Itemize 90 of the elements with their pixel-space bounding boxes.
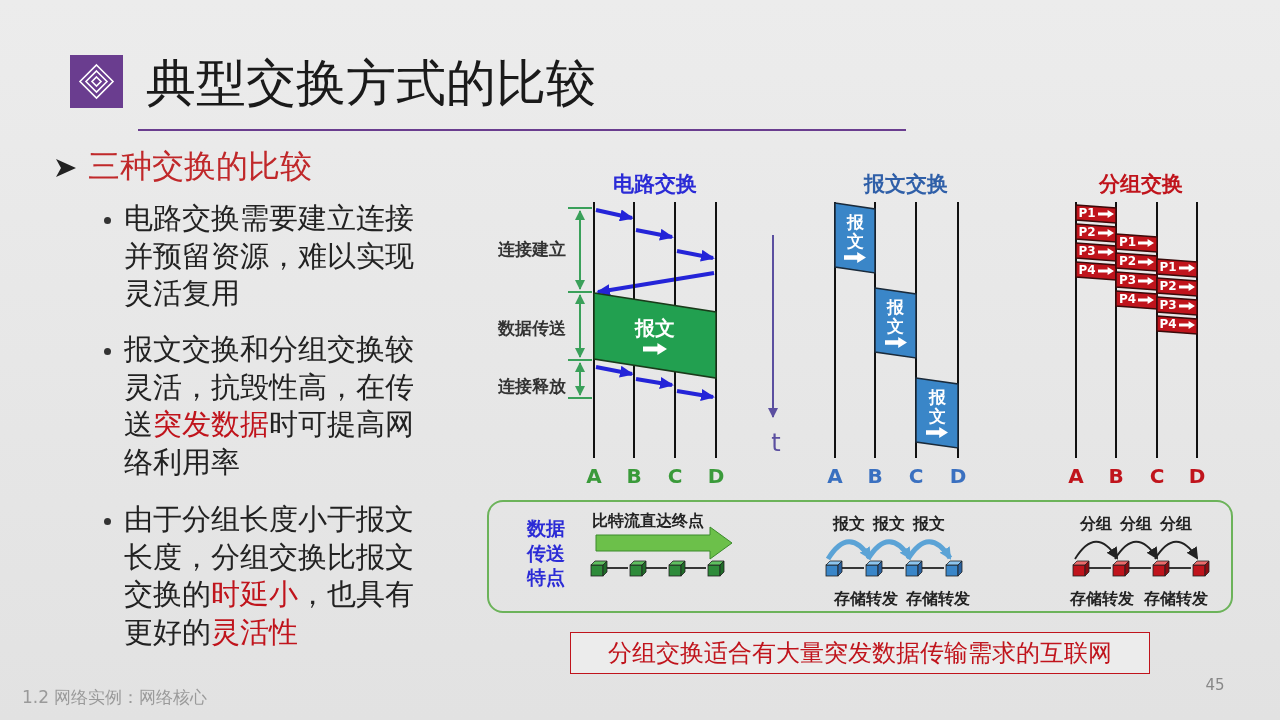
node-cube bbox=[630, 561, 646, 576]
node-cube bbox=[1193, 561, 1209, 576]
block-text: P3 bbox=[1159, 299, 1177, 313]
hop-arrow bbox=[865, 539, 913, 561]
step-label: 存储转发 bbox=[1069, 589, 1135, 609]
block-text: P2 bbox=[1118, 255, 1137, 269]
page-number: 45 bbox=[1204, 676, 1226, 695]
edge-label: 分组 bbox=[1080, 514, 1112, 535]
packet-block bbox=[1157, 259, 1197, 277]
block-text: P4 bbox=[1118, 293, 1137, 307]
packet-block bbox=[1116, 234, 1157, 252]
diagram-heading: 报文交换 bbox=[862, 171, 949, 198]
block-text: P4 bbox=[1078, 264, 1096, 278]
node-letter: C bbox=[1148, 464, 1166, 489]
packet-block bbox=[1157, 316, 1197, 334]
edge-label: 分组 bbox=[1160, 514, 1192, 535]
node-cube bbox=[946, 561, 962, 576]
packet-block bbox=[1157, 297, 1197, 315]
node-letter: A bbox=[1067, 464, 1085, 489]
packet-block bbox=[1076, 262, 1116, 280]
time-label: t bbox=[770, 428, 782, 458]
message-block bbox=[835, 203, 875, 273]
conclusion-box: 分组交换适合有大量突发数据传输需求的互联网 bbox=[570, 632, 1150, 674]
node-letter: B bbox=[1107, 464, 1125, 489]
packet-block bbox=[1076, 205, 1116, 223]
message-band bbox=[594, 293, 716, 378]
block-text: P3 bbox=[1118, 274, 1137, 288]
packet-block bbox=[1157, 278, 1197, 296]
hop-arrow bbox=[1074, 540, 1119, 560]
node-cube bbox=[906, 561, 922, 576]
block-text: P1 bbox=[1118, 236, 1137, 250]
block-text: P2 bbox=[1078, 226, 1096, 240]
diagram-heading: 电路交换 bbox=[612, 171, 698, 198]
edge-label: 报文 bbox=[873, 514, 905, 535]
block-text: 报文 bbox=[846, 212, 864, 251]
block-text: 报文 bbox=[887, 297, 904, 336]
bullet-text: 电路交换需要建立连接并预留资源，难以实现灵活复用 bbox=[100, 200, 440, 314]
phase-label: 连接释放 bbox=[497, 376, 566, 398]
block-text: 报文 bbox=[928, 387, 946, 426]
node-cube bbox=[669, 561, 685, 576]
node-letter: B bbox=[625, 464, 643, 489]
node-letter: C bbox=[907, 464, 925, 489]
message-block bbox=[916, 378, 958, 448]
block-text: 报文 bbox=[635, 316, 675, 339]
diagram-heading: 分组交换 bbox=[1097, 171, 1184, 198]
node-letter: A bbox=[826, 464, 844, 489]
feature-panel bbox=[487, 500, 1233, 613]
node-cube bbox=[591, 561, 607, 576]
packet-block bbox=[1116, 272, 1157, 290]
packet-block bbox=[1076, 243, 1116, 261]
node-letter: D bbox=[706, 464, 726, 489]
step-label: 存储转发 bbox=[833, 589, 899, 609]
node-letter: C bbox=[666, 464, 684, 489]
block-text: P1 bbox=[1159, 261, 1177, 275]
packet-block bbox=[1076, 224, 1116, 242]
block-text: P2 bbox=[1159, 280, 1177, 294]
hop-arrow bbox=[825, 539, 873, 561]
packet-block bbox=[1116, 291, 1157, 309]
edge-label: 分组 bbox=[1120, 514, 1152, 535]
packet-block bbox=[1116, 253, 1157, 271]
block-text: P4 bbox=[1159, 318, 1177, 332]
feature-label: 比特流直达终点 bbox=[592, 511, 705, 531]
edge-label: 报文 bbox=[913, 514, 945, 535]
node-cube bbox=[1073, 561, 1089, 576]
node-cube bbox=[1153, 561, 1169, 576]
panel-heading: 数据传送特点 bbox=[527, 516, 565, 591]
edge-label: 报文 bbox=[833, 514, 865, 535]
bullet-text: 由于分组长度小于报文长度，分组交换比报文交换的时延小，也具有更好的灵活性 bbox=[100, 501, 440, 652]
node-letter: A bbox=[585, 464, 603, 489]
step-label: 存储转发 bbox=[905, 589, 971, 609]
node-letter: D bbox=[1187, 464, 1207, 489]
hop-arrow bbox=[1154, 540, 1199, 560]
section-heading: 三种交换的比较 bbox=[88, 146, 313, 186]
bullet-text: 报文交换和分组交换较灵活，抗毁性高，在传送突发数据时可提高网络利用率 bbox=[100, 331, 440, 482]
block-text: P1 bbox=[1078, 207, 1096, 221]
block-text: P3 bbox=[1078, 245, 1096, 259]
footer-text: 1.2 网络实例：网络核心 bbox=[22, 687, 209, 709]
node-cube bbox=[1113, 561, 1129, 576]
slide-title: 典型交换方式的比较 bbox=[146, 53, 596, 114]
step-label: 存储转发 bbox=[1143, 589, 1209, 609]
hop-arrow bbox=[1114, 540, 1159, 560]
message-block bbox=[875, 288, 916, 358]
phase-label: 数据传送 bbox=[497, 318, 566, 340]
node-letter: D bbox=[948, 464, 968, 489]
node-cube bbox=[866, 561, 882, 576]
hop-arrow bbox=[905, 539, 953, 561]
node-cube bbox=[708, 561, 724, 576]
node-cube bbox=[826, 561, 842, 576]
phase-label: 连接建立 bbox=[497, 239, 566, 261]
node-letter: B bbox=[866, 464, 884, 489]
